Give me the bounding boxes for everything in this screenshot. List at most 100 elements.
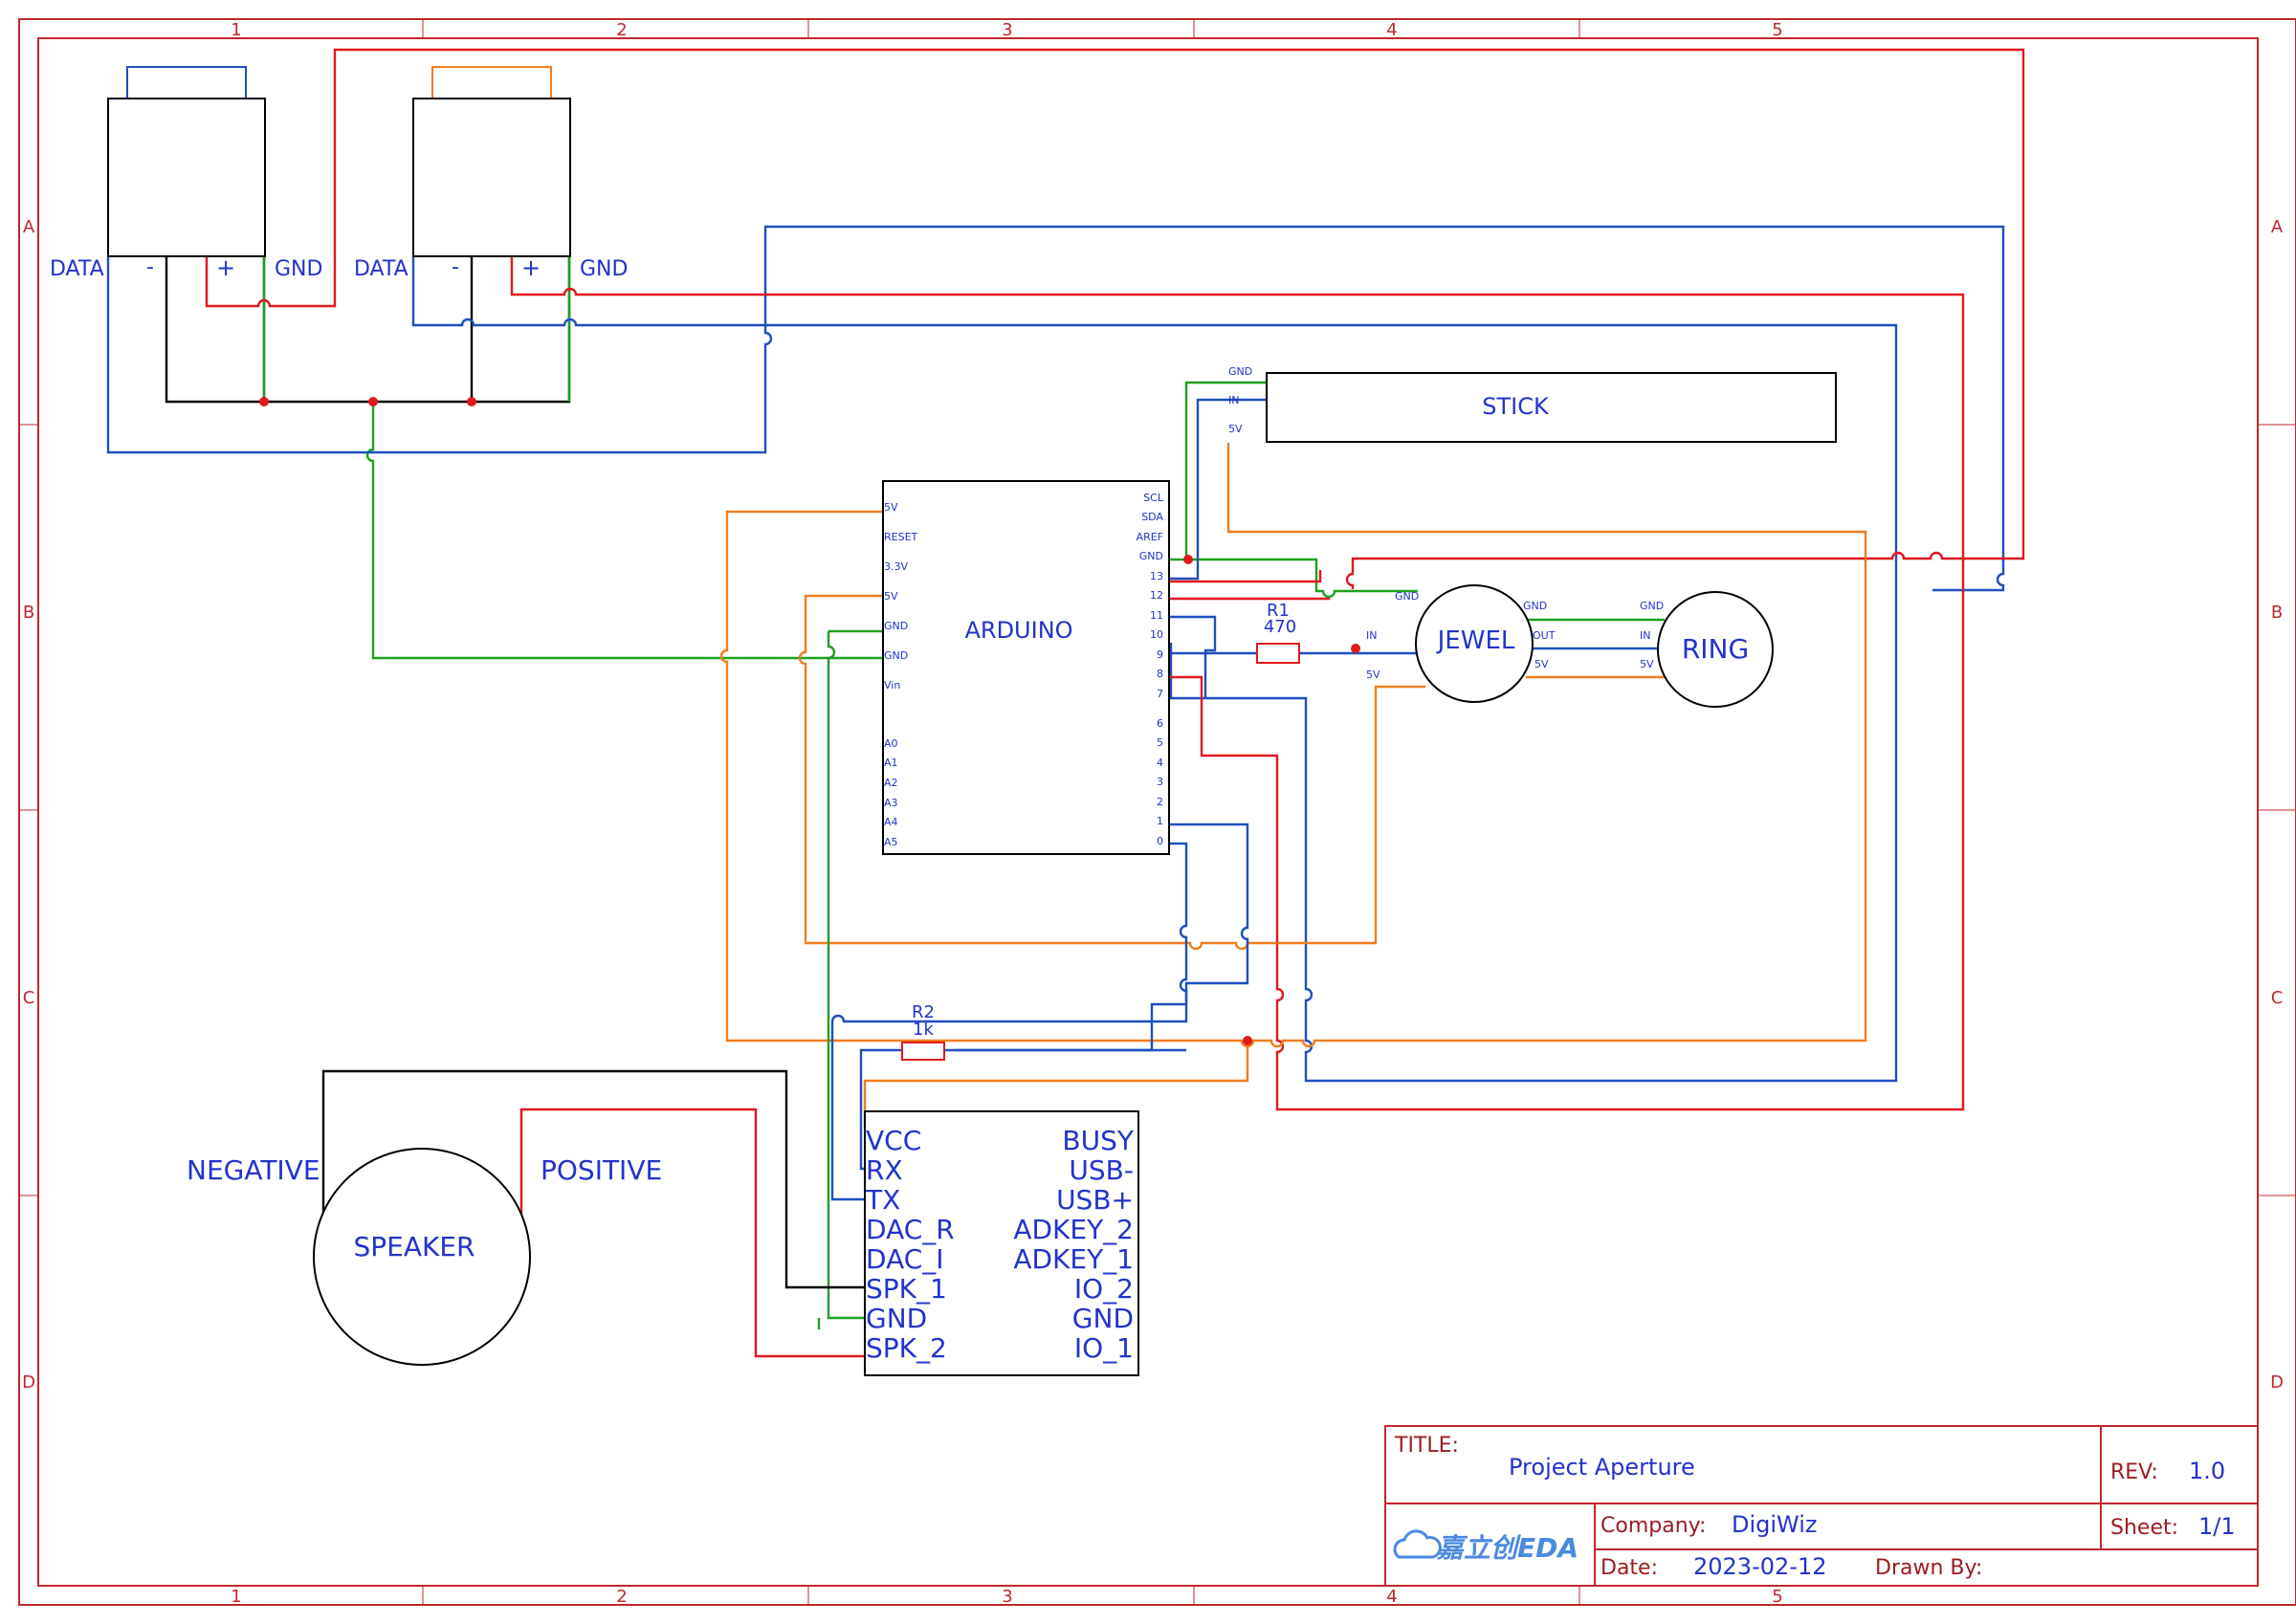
company-value: DigiWiz [1732, 1511, 1818, 1538]
arduino-pin-label: A1 [884, 757, 898, 769]
arduino-pin-label: 5 [1157, 736, 1163, 749]
r2-ref: R2 [912, 1002, 935, 1022]
mp3-pin-label: USB- [1069, 1154, 1134, 1186]
r1-body [1256, 643, 1300, 664]
row-label-right: B [2271, 603, 2283, 623]
stick-body [1266, 372, 1837, 443]
company-label: Company: [1601, 1514, 1706, 1538]
row-label-right: C [2271, 988, 2284, 1008]
resistor-r1: R1 470 [1256, 601, 1300, 664]
date-label: Date: [1601, 1556, 1658, 1580]
stick: STICK GND IN 5V [1228, 365, 1837, 443]
arduino-13-wire [1169, 570, 1330, 601]
arduino-5v-to-jewel-wire [798, 594, 1425, 951]
junction-dot [1243, 1036, 1252, 1045]
mp3-pin-label: VCC [866, 1125, 921, 1156]
r2-body [901, 1042, 945, 1061]
col-label-bottom: 1 [231, 1587, 241, 1607]
arduino-pin-label: 8 [1157, 668, 1163, 680]
col-label-top: 2 [616, 20, 627, 40]
arduino-gnd-to-jewel-wire [1186, 558, 1418, 599]
arduino-pin-label: 0 [1157, 835, 1163, 847]
sensor-right-pin-gnd: GND [580, 257, 628, 281]
mp3-pin-label: IO_2 [1074, 1273, 1134, 1305]
mp3-vcc-wire [863, 1041, 1249, 1129]
drawn-by-label: Drawn By: [1875, 1556, 1982, 1580]
ring-pin-gnd: GND [1640, 600, 1664, 612]
zone-labels: 1 2 3 4 5 1 2 3 4 5 A B C D A B C D [22, 20, 2284, 1607]
arduino-pin-label: GND [1139, 550, 1163, 562]
mp3-pin-label: RX [866, 1154, 903, 1186]
row-label-left: D [22, 1372, 35, 1393]
col-label-bottom: 4 [1386, 1587, 1397, 1607]
arduino-name: ARDUINO [964, 617, 1072, 644]
col-label-top: 4 [1386, 20, 1397, 40]
mp3-pin-label: USB+ [1056, 1184, 1134, 1216]
rev-label: REV: [2110, 1460, 2158, 1484]
arduino-pin-label: 2 [1157, 796, 1163, 808]
speaker-positive-label: POSITIVE [541, 1154, 662, 1186]
stick-pin-5v: 5V [1228, 423, 1243, 435]
arduino-left-pins: 5V RESET 3.3V 5V GND GND Vin A0 A1 A2 A3… [884, 501, 918, 848]
speaker-negative-label: NEGATIVE [187, 1154, 320, 1186]
ring-pin-in: IN [1640, 629, 1650, 642]
arduino-pin-label: Vin [884, 679, 900, 691]
eda-logo: 嘉立创EDA [1393, 1529, 1578, 1564]
r2-value: 1k [913, 1020, 934, 1040]
junction-dot [467, 397, 476, 406]
date-value: 2023-02-12 [1693, 1553, 1826, 1580]
mp3-module-body [864, 1110, 1139, 1376]
arduino-body [882, 480, 1170, 855]
jewel-pin-gnd-left: GND [1395, 590, 1419, 603]
arduino-pin-label: GND [884, 649, 908, 662]
col-label-top: 1 [231, 20, 241, 40]
arduino-pin-label: 3.3V [884, 560, 908, 573]
sensor-ground-to-arduino-wire [365, 402, 884, 660]
col-label-bottom: 5 [1772, 1587, 1782, 1607]
arduino-pin-label: A4 [884, 816, 898, 828]
arduino-pin-label: GND [884, 620, 908, 632]
mp3-pin-label: SPK_2 [866, 1332, 947, 1364]
stick-pin-gnd: GND [1228, 365, 1252, 378]
title-label: TITLE: [1394, 1434, 1459, 1458]
arduino-pin-label: AREF [1137, 531, 1163, 543]
row-label-right: A [2271, 217, 2284, 237]
sensor-right-cap [431, 66, 552, 99]
speaker-negative-wire [321, 1069, 865, 1289]
sensor-left: DATA - + GND [50, 66, 322, 281]
sensor-left-cap [126, 66, 247, 99]
arduino-pin-label: RESET [884, 531, 918, 543]
arduino-pin-label: 7 [1157, 688, 1163, 700]
wires [106, 48, 2025, 1358]
sensor-right-pin-plus: + [521, 254, 541, 281]
arduino-pin-label: 3 [1157, 776, 1163, 788]
arduino-pin-label: SCL [1143, 492, 1164, 504]
project-title: Project Aperture [1509, 1454, 1695, 1481]
row-label-left: B [23, 603, 34, 623]
jewel: JEWEL GND IN 5V GND OUT 5V [1366, 584, 1556, 703]
sensor-left-body [107, 98, 266, 257]
col-label-bottom: 3 [1002, 1587, 1012, 1607]
arduino-pin-label: A2 [884, 777, 898, 789]
stick-pin-in: IN [1228, 394, 1239, 406]
arduino-11-wire [1169, 615, 1217, 698]
mp3-pin-label: SPK_1 [866, 1273, 947, 1305]
junction-dot [368, 397, 378, 406]
ring: RING GND IN 5V [1640, 591, 1774, 708]
sensor-left-pin-gnd: GND [275, 257, 322, 281]
jewel-pin-5v-right: 5V [1534, 658, 1549, 670]
mp3-pin-label: GND [1072, 1303, 1134, 1334]
mp3-pin-label: TX [865, 1184, 900, 1216]
arduino-right-pins: SCL SDA AREF GND 13 12 11 10 9 8 7 6 5 4… [1137, 492, 1164, 847]
ring-body [1657, 591, 1774, 708]
logo-text: 嘉立创EDA [1436, 1532, 1578, 1564]
arduino-pin-label: 11 [1150, 609, 1163, 622]
sheet-value: 1/1 [2198, 1513, 2236, 1540]
jewel-pin-in: IN [1366, 629, 1377, 642]
sensor-left-pin-minus: - [146, 255, 154, 279]
junction-dot [259, 397, 269, 406]
sensor-right-pin-minus: - [452, 255, 459, 279]
ring-pin-5v: 5V [1640, 658, 1654, 670]
sensor-right-data-wire [411, 256, 1898, 1083]
arduino-pin-label: 12 [1150, 589, 1163, 602]
